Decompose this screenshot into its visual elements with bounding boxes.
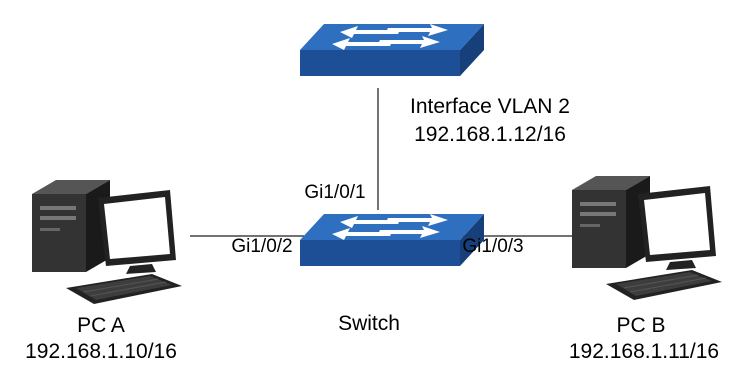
switch-icon [300,214,484,266]
pc-icon [31,179,183,305]
top-switch-ip: 192.168.1.12/16 [414,123,566,146]
port-gi1-0-2: Gi1/0/2 [231,236,292,257]
pc-b [571,175,723,301]
center-switch [300,214,484,266]
switch-label: Switch [338,312,400,335]
pc-a-ip: 192.168.1.10/16 [25,340,177,363]
pc-b-ip: 192.168.1.11/16 [569,340,719,363]
switch-icon [300,24,484,76]
pc-a [31,179,183,305]
port-gi1-0-1: Gi1/0/1 [304,182,365,203]
port-gi1-0-3: Gi1/0/3 [462,236,523,257]
pc-a-label: PC A [77,314,125,337]
pc-icon [571,175,723,301]
pc-b-label: PC B [616,314,665,337]
top-switch-interface-label: Interface VLAN 2 [410,95,570,118]
top-switch [300,24,484,76]
